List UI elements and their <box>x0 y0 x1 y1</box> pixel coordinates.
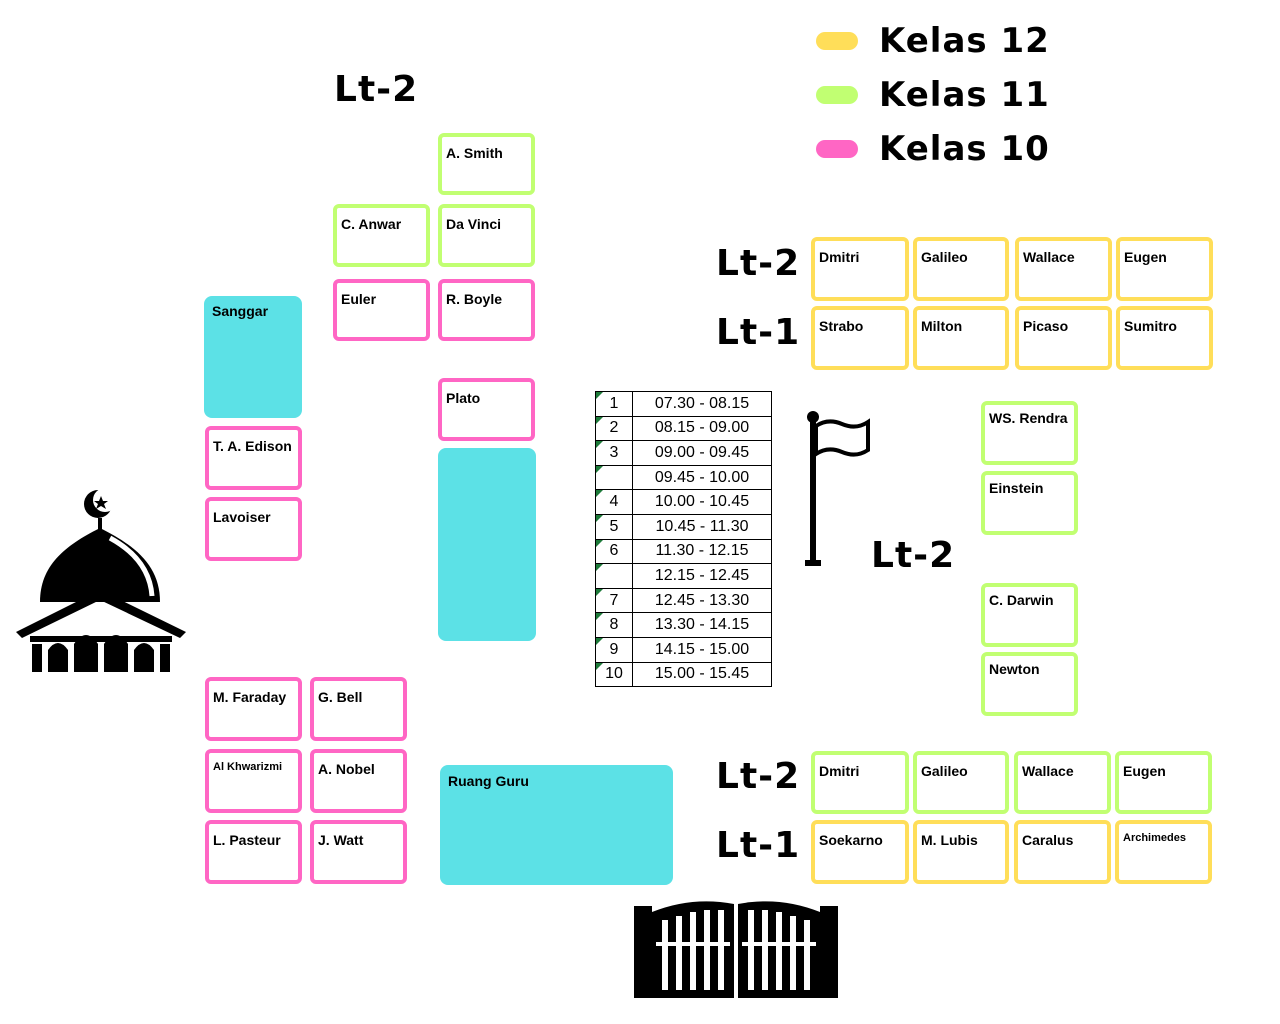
schedule-period: 4 <box>595 489 633 515</box>
room-euler[interactable]: Euler <box>333 279 430 341</box>
mosque-icon <box>16 488 186 672</box>
schedule-period: 9 <box>595 636 633 663</box>
room-bottom-lt2-dmitri[interactable]: Dmitri <box>811 751 909 814</box>
schedule-period: 5 <box>595 513 633 540</box>
floor-label-left-top: Lt-2 <box>334 69 419 110</box>
room-bottom-lt1-archimedes[interactable]: Archimedes <box>1115 820 1212 884</box>
schedule-period: 8 <box>595 612 633 638</box>
legend-label-kelas-11: Kelas 11 <box>879 75 1050 115</box>
room-ws-rendra[interactable]: WS. Rendra <box>981 401 1078 465</box>
room-da-vinci[interactable]: Da Vinci <box>438 204 535 267</box>
room-bottom-lt2-eugen[interactable]: Eugen <box>1115 751 1212 814</box>
legend-swatch-kelas-12 <box>816 32 858 50</box>
room-r-boyle[interactable]: R. Boyle <box>438 279 535 341</box>
schedule-time: 08.15 - 09.00 <box>632 415 772 442</box>
schedule-period: 1 <box>595 391 633 417</box>
legend-swatch-kelas-10 <box>816 140 858 158</box>
room-bottom-lt1-soekarno[interactable]: Soekarno <box>811 820 909 884</box>
legend-label-kelas-12: Kelas 12 <box>879 21 1050 61</box>
flag-icon <box>805 411 870 566</box>
room-plato[interactable]: Plato <box>438 378 535 441</box>
schedule-time: 13.30 - 14.15 <box>632 612 772 638</box>
floor-label-right-top-upper: Lt-2 <box>716 243 801 284</box>
room-top-lt1-strabo[interactable]: Strabo <box>811 306 909 370</box>
schedule-time: 07.30 - 08.15 <box>632 391 772 417</box>
schedule-time: 11.30 - 12.15 <box>632 538 772 565</box>
room-lavoiser[interactable]: Lavoiser <box>205 497 302 561</box>
schedule-row: 12.15 - 12.45 <box>595 563 772 589</box>
legend-label-kelas-10: Kelas 10 <box>879 129 1050 169</box>
schedule-time: 15.00 - 15.45 <box>632 661 772 688</box>
room-bottom-lt1-m-lubis[interactable]: M. Lubis <box>913 820 1009 884</box>
facility-block-center <box>438 448 536 641</box>
schedule-period <box>595 563 633 589</box>
room-l-pasteur[interactable]: L. Pasteur <box>205 820 302 884</box>
room-einstein[interactable]: Einstein <box>981 471 1078 535</box>
schedule-time: 14.15 - 15.00 <box>632 636 772 663</box>
room-c-anwar[interactable]: C. Anwar <box>333 204 430 267</box>
room-top-lt1-picaso[interactable]: Picaso <box>1015 306 1112 370</box>
room-g-bell[interactable]: G. Bell <box>310 677 407 741</box>
schedule-time: 09.45 - 10.00 <box>632 464 772 491</box>
schedule-time: 09.00 - 09.45 <box>632 440 772 466</box>
schedule-row: 09.45 - 10.00 <box>595 464 772 491</box>
room-top-lt2-wallace[interactable]: Wallace <box>1015 237 1112 301</box>
facility-ruang-guru[interactable]: Ruang Guru <box>440 765 673 885</box>
room-top-lt2-galileo[interactable]: Galileo <box>913 237 1009 301</box>
floor-label-right-bottom-upper: Lt-2 <box>716 756 801 797</box>
room-bottom-lt1-caralus[interactable]: Caralus <box>1014 820 1111 884</box>
room-a-nobel[interactable]: A. Nobel <box>310 749 407 813</box>
room-al-khwarizmi[interactable]: Al Khwarizmi <box>205 749 302 813</box>
schedule-period: 3 <box>595 440 633 466</box>
schedule-period <box>595 464 633 491</box>
room-c-darwin[interactable]: C. Darwin <box>981 583 1078 647</box>
legend-swatch-kelas-11 <box>816 86 858 104</box>
room-bottom-lt2-galileo[interactable]: Galileo <box>913 751 1009 814</box>
room-top-lt1-milton[interactable]: Milton <box>913 306 1009 370</box>
floor-label-right-top-lower: Lt-1 <box>716 312 801 353</box>
room-top-lt1-sumitro[interactable]: Sumitro <box>1116 306 1213 370</box>
room-bottom-lt2-wallace[interactable]: Wallace <box>1014 751 1111 814</box>
room-j-watt[interactable]: J. Watt <box>310 820 407 884</box>
room-a-smith[interactable]: A. Smith <box>438 133 535 195</box>
schedule-time: 12.45 - 13.30 <box>632 587 772 614</box>
room-newton[interactable]: Newton <box>981 652 1078 716</box>
schedule-time: 10.00 - 10.45 <box>632 489 772 515</box>
room-m-faraday[interactable]: M. Faraday <box>205 677 302 741</box>
floor-label-right-bottom-lower: Lt-1 <box>716 825 801 866</box>
room-top-lt2-dmitri[interactable]: Dmitri <box>811 237 909 301</box>
schedule-period: 7 <box>595 587 633 614</box>
schedule-period: 10 <box>595 661 633 688</box>
schedule-time: 10.45 - 11.30 <box>632 513 772 540</box>
schedule-period: 2 <box>595 415 633 442</box>
room-ta-edison[interactable]: T. A. Edison <box>205 426 302 490</box>
schedule-time: 12.15 - 12.45 <box>632 563 772 589</box>
schedule-period: 6 <box>595 538 633 565</box>
facility-sanggar[interactable]: Sanggar <box>204 296 302 418</box>
room-top-lt2-eugen[interactable]: Eugen <box>1116 237 1213 301</box>
floor-label-center-right: Lt-2 <box>871 535 956 576</box>
gate-icon <box>634 901 838 998</box>
